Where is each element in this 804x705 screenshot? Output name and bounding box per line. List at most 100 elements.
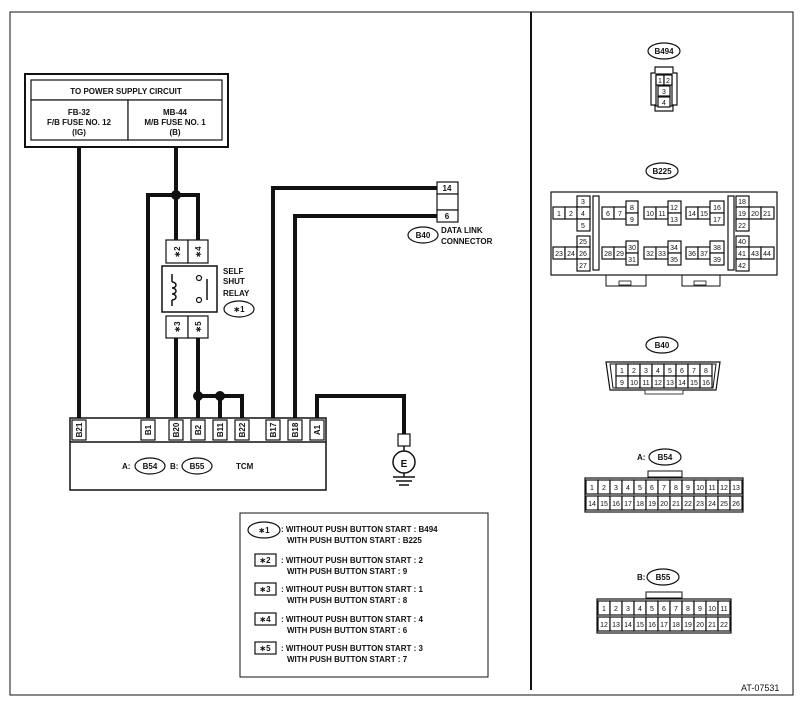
b54-pin: 22 bbox=[684, 501, 692, 508]
power-right-line: MB-44 bbox=[163, 108, 188, 117]
b225-pin: 19 bbox=[738, 211, 746, 218]
tcm-pin: B21 bbox=[75, 422, 84, 437]
b225-pin: 29 bbox=[616, 251, 624, 258]
b54-pin: 16 bbox=[612, 501, 620, 508]
b225-pin: 25 bbox=[579, 239, 587, 246]
power-left-line: F/B FUSE NO. 12 bbox=[47, 118, 112, 127]
legend-line: WITH PUSH BUTTON START : 9 bbox=[287, 567, 408, 576]
b55-pin: 1 bbox=[602, 606, 606, 613]
b40-pin: 15 bbox=[690, 380, 698, 387]
b54-pin: 8 bbox=[674, 485, 678, 492]
b54-pin: 2 bbox=[602, 485, 606, 492]
b225-pin: 24 bbox=[567, 251, 575, 258]
legend-line: : WITHOUT PUSH BUTTON START : 4 bbox=[281, 615, 423, 624]
b55-pin: 10 bbox=[708, 606, 716, 613]
b494-pin: 4 bbox=[662, 100, 666, 107]
b225-pin: 5 bbox=[581, 223, 585, 230]
b54-pin: 5 bbox=[638, 485, 642, 492]
b55-pin: 6 bbox=[662, 606, 666, 613]
b55-pin: 19 bbox=[684, 622, 692, 629]
b54-pin: 21 bbox=[672, 501, 680, 508]
b54-pin: 26 bbox=[732, 501, 740, 508]
connector-b55-name: B55 bbox=[656, 573, 671, 582]
b55-pin: 15 bbox=[636, 622, 644, 629]
relay-label: RELAY bbox=[223, 289, 250, 298]
b225-pin: 17 bbox=[713, 217, 721, 224]
connector-b225-name: B225 bbox=[652, 167, 672, 176]
b225-pin: 4 bbox=[581, 211, 585, 218]
connector-b54-prefix: A: bbox=[637, 453, 645, 462]
b225-pin: 39 bbox=[713, 257, 721, 264]
b225-pin: 36 bbox=[688, 251, 696, 258]
b40-pin: 14 bbox=[678, 380, 686, 387]
power-right-line: M/B FUSE NO. 1 bbox=[144, 118, 206, 127]
relay-body bbox=[161, 265, 218, 313]
b40-pin: 5 bbox=[668, 368, 672, 375]
b225-pin: 2 bbox=[569, 211, 573, 218]
tcm-pin: B2 bbox=[194, 424, 203, 435]
b40-cell bbox=[699, 375, 713, 389]
b40-pin: 10 bbox=[630, 380, 638, 387]
b55-pin: 7 bbox=[674, 606, 678, 613]
b225-pin: 30 bbox=[628, 245, 636, 252]
figure-id: AT-07531 bbox=[741, 683, 779, 693]
legend-line: WITH PUSH BUTTON START : 7 bbox=[287, 655, 408, 664]
b55-pin: 18 bbox=[672, 622, 680, 629]
b54-pin: 6 bbox=[650, 485, 654, 492]
b225-pin: 13 bbox=[670, 217, 678, 224]
b54-pin: 20 bbox=[660, 501, 668, 508]
connector-b55-prefix: B: bbox=[637, 573, 645, 582]
relay-ref-oval bbox=[223, 300, 255, 318]
b54-pin: 18 bbox=[636, 501, 644, 508]
connector-b54-name: B54 bbox=[658, 453, 673, 462]
power-left-line: FB-32 bbox=[68, 108, 91, 117]
power-title: TO POWER SUPPLY CIRCUIT bbox=[70, 87, 182, 96]
b55-pin: 13 bbox=[612, 622, 620, 629]
b55-cell bbox=[717, 616, 731, 632]
relay-pin-label: ∗2 bbox=[173, 246, 182, 258]
b494-pin: 2 bbox=[666, 78, 670, 85]
b225-pin: 31 bbox=[628, 257, 636, 264]
tcm-pin: B17 bbox=[269, 422, 278, 437]
b40-pin: 11 bbox=[642, 380, 649, 387]
tcm-conn-a-prefix: A: bbox=[122, 462, 130, 471]
b40-pin: 12 bbox=[654, 380, 662, 387]
tcm-label: TCM bbox=[236, 462, 254, 471]
legend-key: ∗3 bbox=[259, 585, 271, 594]
legend-key: ∗2 bbox=[259, 556, 271, 565]
connector-b225: B225 3 1 2 4 5 6 7 8 9 10 11 12 13 14 15 bbox=[550, 162, 778, 287]
ground-label: E bbox=[401, 459, 408, 470]
b54-cell bbox=[729, 479, 743, 495]
b55-pin: 8 bbox=[686, 606, 690, 613]
b54-pin: 7 bbox=[662, 485, 666, 492]
b55-pin: 12 bbox=[600, 622, 608, 629]
legend-key: ∗4 bbox=[259, 615, 271, 624]
b55-cell bbox=[717, 600, 731, 616]
tcm-pin: B22 bbox=[238, 422, 247, 437]
b225-pin: 43 bbox=[751, 251, 759, 258]
b55-pin: 20 bbox=[696, 622, 704, 629]
b494-pin: 3 bbox=[662, 89, 666, 96]
diagram-frame bbox=[9, 11, 794, 696]
b54-pin: 12 bbox=[720, 485, 728, 492]
tcm-conn-b-prefix: B: bbox=[170, 462, 178, 471]
b225-pin: 38 bbox=[713, 245, 721, 252]
tcm-conn-b: B55 bbox=[190, 462, 205, 471]
b55-pin: 14 bbox=[624, 622, 632, 629]
b54-pin: 14 bbox=[588, 501, 596, 508]
b225-pin: 9 bbox=[630, 217, 634, 224]
b225-pin: 21 bbox=[763, 211, 771, 218]
legend-line: : WITHOUT PUSH BUTTON START : B494 bbox=[281, 525, 438, 534]
b225-pin: 15 bbox=[700, 211, 708, 218]
b40-pin: 16 bbox=[702, 380, 710, 387]
tcm-pin: B20 bbox=[172, 422, 181, 437]
b225-pin: 10 bbox=[646, 211, 654, 218]
b54-pin: 13 bbox=[732, 485, 740, 492]
dlc-connector-id: B40 bbox=[416, 231, 431, 240]
relay-label: SELF bbox=[223, 267, 244, 276]
relay-pin-label: ∗5 bbox=[194, 321, 203, 333]
